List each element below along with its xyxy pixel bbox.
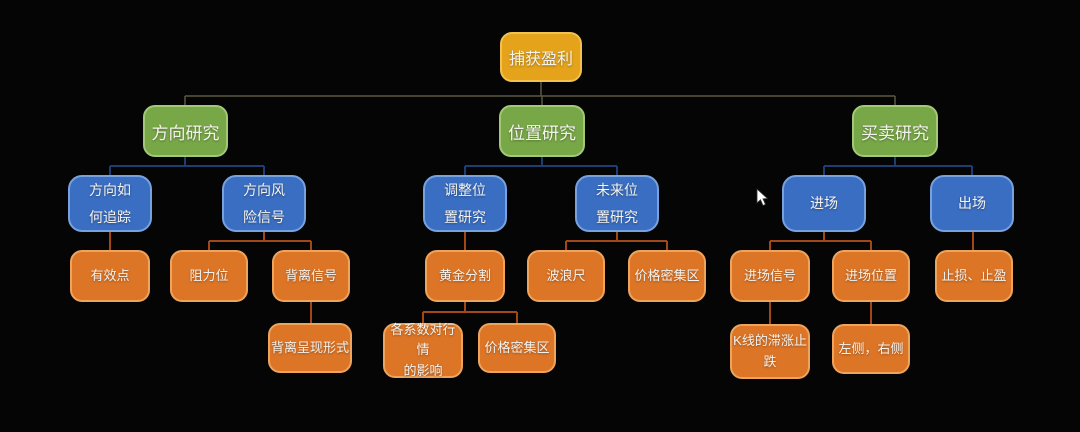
mouse-cursor	[756, 188, 769, 207]
node-left-right-side[interactable]: 左侧，右侧	[832, 324, 910, 374]
node-resistance-level[interactable]: 阻力位	[170, 250, 248, 302]
node-exit-market[interactable]: 出场	[930, 175, 1014, 232]
node-enter-market[interactable]: 进场	[782, 175, 866, 232]
node-coefficient-effect[interactable]: 各系数对行情 的影响	[383, 322, 463, 378]
node-direction-research[interactable]: 方向研究	[143, 105, 228, 157]
connector-direction-children	[109, 157, 265, 175]
node-stop-loss-take-profit[interactable]: 止损、止盈	[935, 250, 1013, 302]
node-entry-position[interactable]: 进场位置	[832, 250, 910, 302]
node-divergence-signal[interactable]: 背离信号	[272, 250, 350, 302]
node-entry-signal[interactable]: 进场信号	[730, 250, 810, 302]
node-kline-stall-signal[interactable]: K线的滞涨止 跌	[730, 324, 810, 379]
connector-root-bus	[184, 82, 896, 105]
connector-golden-children	[422, 302, 518, 323]
node-direction-tracking[interactable]: 方向如 何追踪	[68, 175, 152, 232]
node-golden-ratio[interactable]: 黄金分割	[425, 250, 505, 302]
node-capture-profit[interactable]: 捕获盈利	[500, 32, 582, 82]
connector-trade-children	[823, 157, 973, 175]
node-trade-research[interactable]: 买卖研究	[852, 105, 938, 157]
node-valid-point[interactable]: 有效点	[70, 250, 150, 302]
node-future-position-research[interactable]: 未来位 置研究	[575, 175, 659, 232]
connector-position-children	[464, 157, 618, 175]
node-price-dense-area-future[interactable]: 价格密集区	[628, 250, 706, 302]
node-divergence-form[interactable]: 背离呈现形式	[268, 323, 352, 373]
node-wave-ruler[interactable]: 波浪尺	[527, 250, 605, 302]
connector-dir-risk-children	[208, 232, 312, 250]
node-adjust-position-research[interactable]: 调整位 置研究	[423, 175, 507, 232]
connector-future-children	[565, 232, 668, 250]
connector-enter-children	[769, 232, 872, 250]
node-direction-risk-signal[interactable]: 方向风 险信号	[222, 175, 306, 232]
node-position-research[interactable]: 位置研究	[499, 105, 585, 157]
node-price-dense-area-golden[interactable]: 价格密集区	[478, 323, 556, 373]
